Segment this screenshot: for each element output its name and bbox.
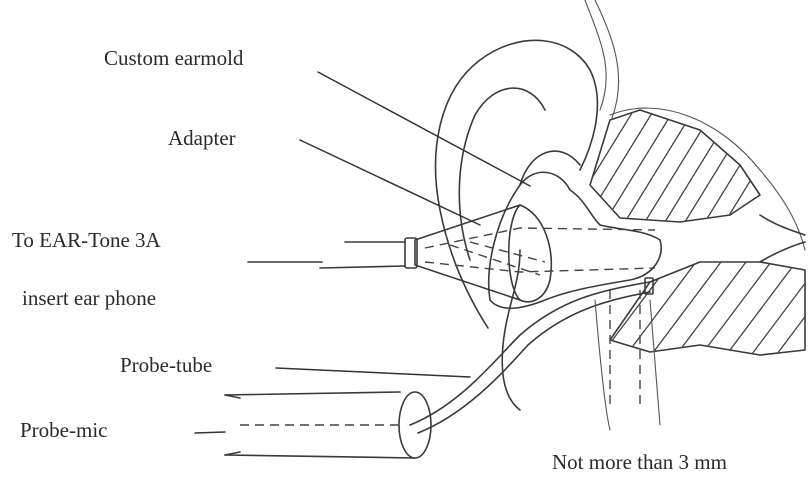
sound-bore bbox=[425, 228, 655, 272]
adapter-rim bbox=[509, 205, 520, 300]
label-probe-tube: Probe-tube bbox=[120, 355, 212, 376]
label-adapter: Adapter bbox=[168, 128, 236, 149]
probe-mic-left bbox=[225, 395, 240, 455]
inner-helix bbox=[502, 250, 520, 410]
label-to-ear-tone: To EAR-Tone 3A bbox=[12, 230, 161, 251]
label-insert-ear-phone: insert ear phone bbox=[22, 288, 156, 309]
dimension-tick bbox=[650, 300, 660, 425]
probe-mic-end bbox=[399, 392, 431, 458]
label-probe-mic: Probe-mic bbox=[20, 420, 107, 441]
label-not-more-than-3mm: Not more than 3 mm bbox=[552, 452, 727, 473]
earphone-tube bbox=[320, 242, 405, 268]
adapter-bore bbox=[450, 242, 545, 275]
hatch-bottom bbox=[590, 250, 809, 370]
probe-tube-line2 bbox=[418, 292, 650, 433]
leader-probe-mic bbox=[195, 432, 225, 433]
probe-tube-line1 bbox=[410, 282, 650, 425]
bone-section-bottom bbox=[610, 262, 805, 355]
leader-probe-tube bbox=[276, 368, 470, 377]
adapter-cone bbox=[415, 205, 551, 302]
head-contour bbox=[585, 0, 805, 250]
lobule-line bbox=[595, 300, 610, 430]
leader-adapter bbox=[300, 140, 480, 225]
leader-custom-earmold bbox=[318, 72, 530, 186]
ear-canal-wall bbox=[760, 215, 805, 262]
earmold-concha bbox=[520, 151, 580, 185]
label-custom-earmold: Custom earmold bbox=[104, 48, 243, 69]
